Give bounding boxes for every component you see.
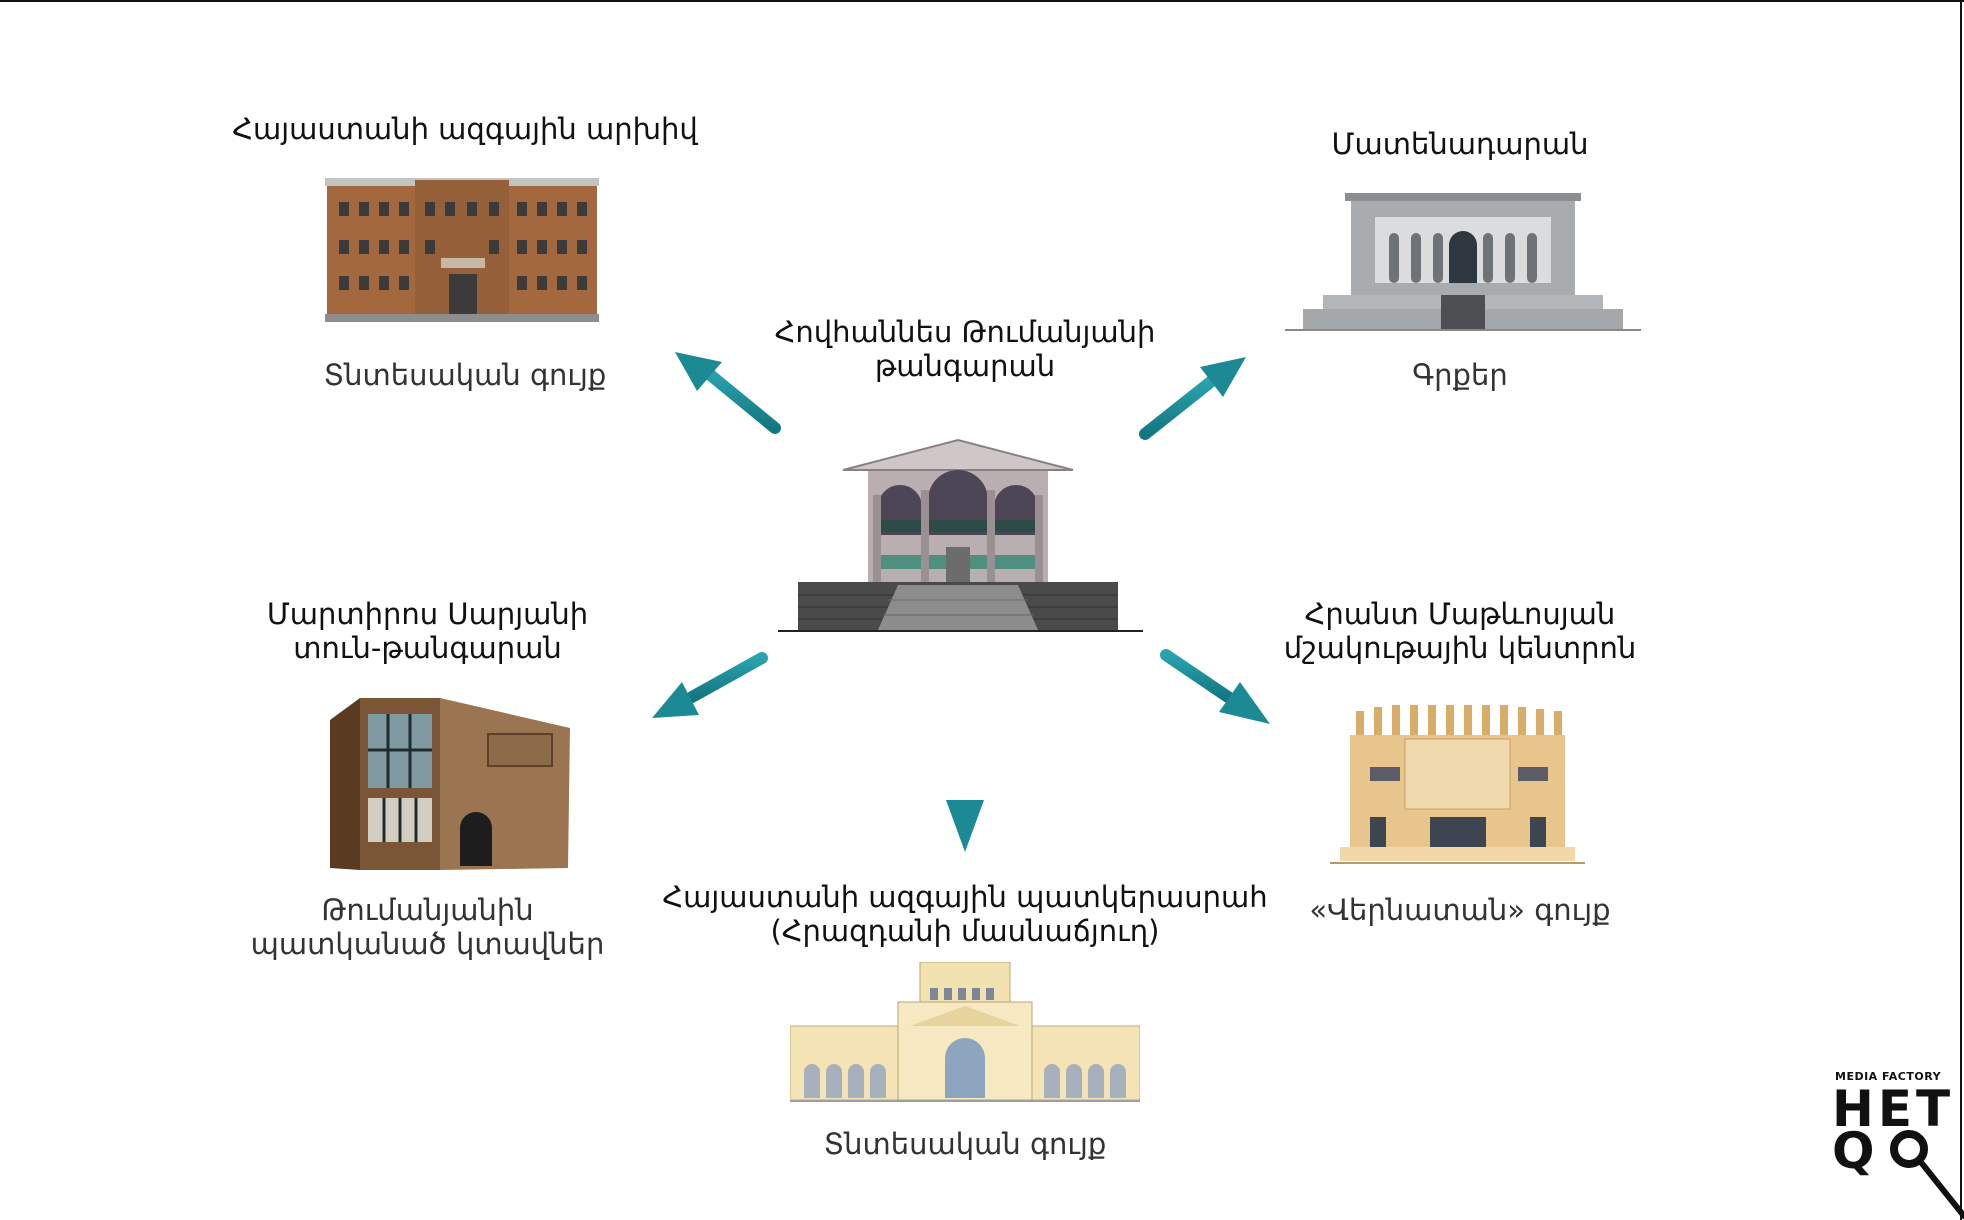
archive-caption: Տնտեսական գույք [323, 358, 607, 392]
arrow-icon [1160, 649, 1270, 724]
magnifier-icon [1890, 1130, 1964, 1219]
arrow-icon [652, 652, 768, 718]
matenadaran-building-icon [1285, 193, 1641, 333]
museum-building-arches-icon [778, 435, 1143, 635]
matenadaran-node: Մատենադարան [1240, 127, 1680, 161]
gallery-node: Հայաստանի ազգային պատկերասրահ (Հրազդանի … [640, 880, 1290, 948]
gallery-caption-wrap: Տնտեսական գույք [640, 1127, 1290, 1161]
mathevosyan-node: Հրանտ Մաթևոսյան մշակութային կենտրոն [1240, 597, 1680, 665]
archive-node: Հայաստանի ազգային արխիվ [220, 112, 710, 146]
matenadaran-title: Մատենադարան [1331, 127, 1589, 161]
archive-caption-wrap: Տնտեսական գույք [220, 358, 710, 392]
matenadaran-caption-wrap: Գրքեր [1240, 358, 1680, 392]
arrow-icon [1139, 357, 1246, 440]
round-culture-center-icon [1330, 705, 1585, 870]
logo-line2: Q [1832, 1122, 1879, 1180]
archive-title: Հայաստանի ազգային արխիվ [232, 112, 698, 146]
gallery-caption: Տնտեսական գույք [823, 1127, 1107, 1161]
center-node: Հովհաննես Թումանյանի թանգարան [755, 315, 1175, 383]
arrow-icon [946, 720, 984, 852]
brick-archive-building-icon [325, 178, 603, 324]
arrow-icon [675, 352, 781, 434]
frame-right-border [1960, 0, 1962, 1220]
heto-logo: MEDIA FACTORY HET Q [1832, 1070, 1964, 1220]
logo-small-text: MEDIA FACTORY [1835, 1070, 1942, 1083]
frame-top-border [0, 0, 1964, 2]
stone-house-museum-icon [330, 690, 572, 875]
matenadaran-caption: Գրքեր [1412, 358, 1508, 392]
saryan-title: Մարտիրոս Սարյանի տուն-թանգարան [266, 597, 589, 665]
gallery-title: Հայաստանի ազգային պատկերասրահ (Հրազդանի … [662, 880, 1268, 948]
national-gallery-building-icon [790, 962, 1140, 1104]
mathevosyan-caption: «Վերնատան» գույք [1309, 893, 1611, 927]
mathevosyan-caption-wrap: «Վերնատան» գույք [1240, 893, 1680, 927]
saryan-caption-wrap: Թումանյանին պատկանած կտավներ [220, 893, 635, 961]
saryan-caption: Թումանյանին պատկանած կտավներ [250, 893, 605, 961]
center-title: Հովհաննես Թումանյանի թանգարան [774, 315, 1156, 383]
logo-line1: HET [1832, 1080, 1955, 1138]
mathevosyan-title: Հրանտ Մաթևոսյան մշակութային կենտրոն [1283, 597, 1637, 665]
saryan-node: Մարտիրոս Սարյանի տուն-թանգարան [220, 597, 635, 665]
